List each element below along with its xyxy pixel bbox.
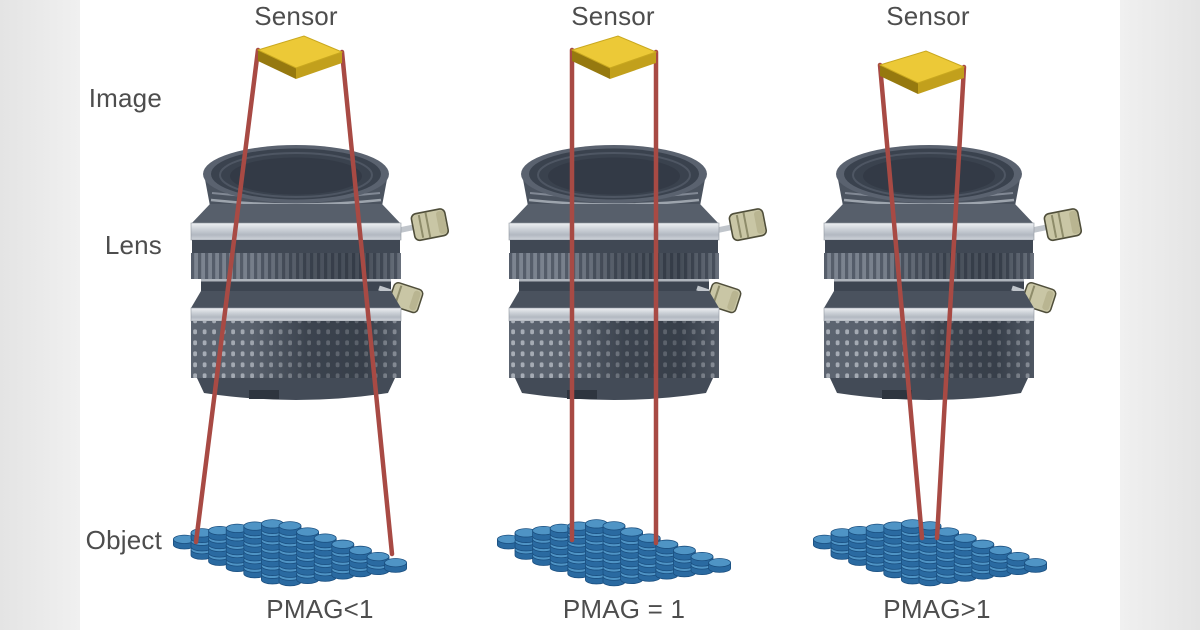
object-cluster-2 (497, 520, 730, 586)
object-cluster-1 (173, 520, 406, 586)
right-gutter (1120, 0, 1200, 630)
pmag-caption-3: PMAG>1 (883, 594, 991, 624)
sensor-chip-1 (257, 35, 343, 80)
camera-lens-2 (509, 145, 767, 400)
sensor-label-1: Sensor (254, 1, 338, 31)
light-rays (193, 47, 967, 557)
sensor-label-2: Sensor (571, 1, 655, 31)
ray-diverging-left (193, 47, 261, 545)
object-row-label: Object (85, 525, 162, 555)
ray-converging-left (877, 62, 925, 541)
pmag-caption-2: PMAG = 1 (562, 594, 686, 624)
left-gutter (0, 0, 80, 630)
image-row-label: Image (88, 83, 162, 113)
sensor-chip-3 (879, 50, 965, 95)
ray-converging-right (934, 64, 967, 541)
sensor-label-3: Sensor (886, 1, 970, 31)
lens-row-label: Lens (104, 230, 162, 260)
object-cluster-3 (813, 520, 1046, 586)
pmag-caption-1: PMAG<1 (266, 594, 374, 624)
ray-diverging-right (339, 49, 395, 557)
sensor-chip-2 (571, 35, 657, 80)
